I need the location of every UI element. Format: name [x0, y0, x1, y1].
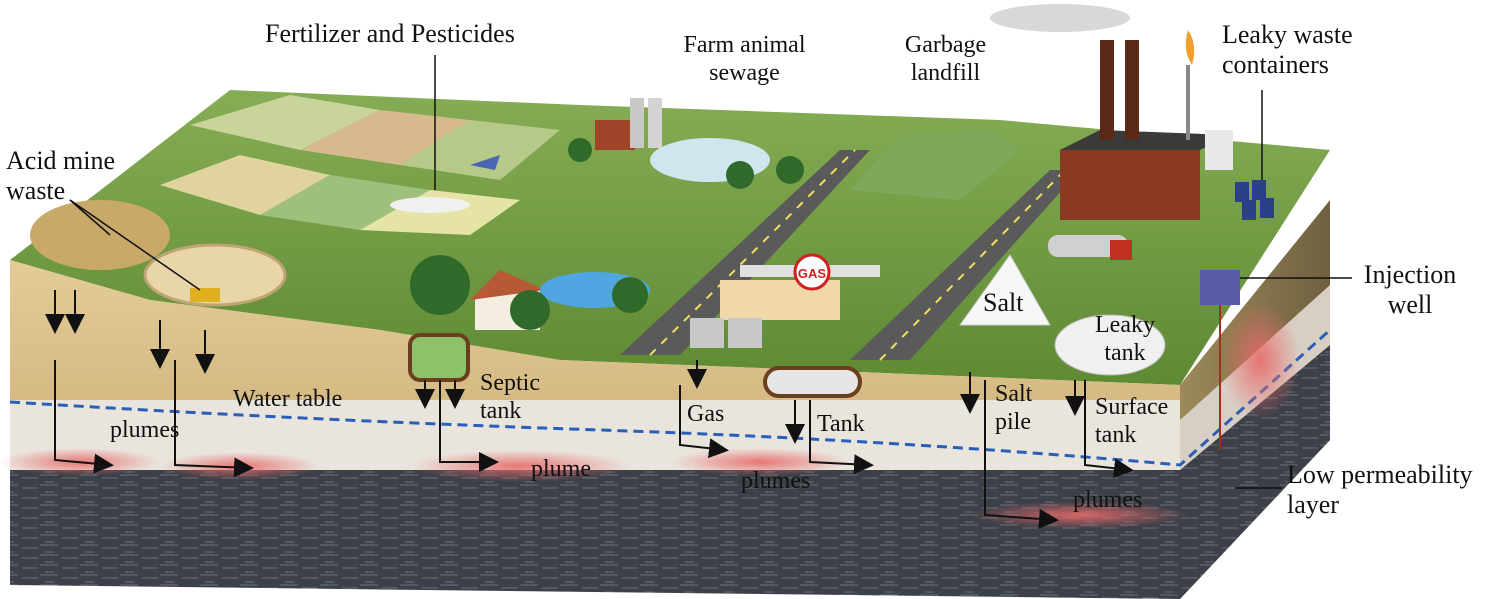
road-right [850, 170, 1080, 360]
label-leaky-containers-line1: Leaky waste [1222, 20, 1353, 49]
label-injection-line1: Injection [1363, 260, 1457, 289]
tanker-truck [1048, 235, 1128, 257]
road-left [620, 150, 870, 355]
flare-stack-flame-icon [1185, 30, 1195, 65]
factory-building [1060, 150, 1200, 220]
label-plumes-left: plumes [110, 417, 180, 443]
tree-6 [776, 156, 804, 184]
smokestack-1 [1100, 40, 1114, 140]
salt-pile [959, 254, 1051, 326]
label-acid-mine-waste: Acid mine waste [6, 146, 115, 206]
garbage-landfill [850, 130, 1020, 200]
gas-tank-2 [728, 318, 762, 348]
label-leaky-tank-line2: tank [1104, 340, 1146, 366]
silo-2 [648, 98, 662, 148]
label-surface-tank: Surface tank [1095, 393, 1168, 449]
label-plumes-right: plumes [1073, 487, 1143, 513]
label-septic-line2: tank [480, 398, 522, 424]
label-gas: Gas [687, 401, 725, 427]
storage-tank-factory [1205, 130, 1233, 170]
plume-3 [410, 450, 630, 482]
label-septic-line1: Septic [480, 370, 540, 396]
label-leader-lines [69, 55, 1352, 489]
mine-waste-mound [30, 200, 170, 270]
label-injection-line2: well [1387, 290, 1433, 319]
label-leaky-waste-containers: Leaky waste containers [1222, 20, 1353, 80]
bulldozer-icon [190, 288, 220, 302]
label-plumes-mid: plumes [741, 468, 811, 494]
label-garbage-landfill: Garbage landfill [893, 31, 998, 87]
gas-sign-label: GAS [798, 266, 827, 281]
underground-storage-tank [763, 366, 862, 398]
label-septic-tank: Septic tank [480, 369, 540, 425]
open-pit-mine [143, 243, 287, 307]
label-low-perm-line2: layer [1287, 490, 1339, 519]
tree-1 [410, 255, 470, 315]
label-acid-mine-line1: Acid mine [6, 146, 116, 175]
label-garbage-line2: landfill [910, 60, 981, 86]
crop-duster-plane-icon [470, 155, 500, 170]
label-salt: Salt [983, 288, 1024, 317]
smoke-cloud [990, 4, 1130, 32]
tree-5 [726, 161, 754, 189]
front-bedrock [10, 470, 1180, 599]
pesticide-spray [390, 197, 470, 213]
tree-3 [612, 277, 648, 313]
side-bedrock [1180, 345, 1330, 599]
label-salt-pile: Salt pile [995, 380, 1032, 436]
label-garbage-line1: Garbage [904, 32, 987, 58]
plume-6 [1220, 300, 1300, 420]
label-leaky-tank: Leaky tank [1085, 311, 1165, 367]
label-surface-tank-line1: Surface [1095, 394, 1169, 420]
label-low-perm-line1: Low permeability [1287, 460, 1473, 489]
tree-4 [568, 138, 592, 162]
label-low-permeability-layer: Low permeability layer [1287, 460, 1473, 520]
label-salt-pile-line1: Salt [995, 381, 1033, 407]
label-leaky-containers-line2: containers [1222, 50, 1329, 79]
label-plume-center: plume [531, 456, 591, 482]
injection-well-box [1200, 270, 1240, 305]
smokestack-2 [1125, 40, 1139, 140]
tree-2 [510, 290, 550, 330]
plume-5 [970, 501, 1190, 529]
label-injection-well: Injection well [1355, 260, 1465, 320]
leakage-arrows [45, 290, 1134, 529]
gas-tank-1 [690, 318, 724, 348]
water-table-line [9, 328, 1332, 467]
septic-tank [408, 333, 470, 382]
leaky-surface-tank [1054, 314, 1166, 376]
label-leaky-tank-line1: Leaky [1095, 312, 1155, 338]
label-surface-tank-line2: tank [1095, 422, 1137, 448]
label-farm-animal-sewage: Farm animal sewage [672, 31, 817, 87]
gas-sign-badge [793, 253, 831, 291]
silo-1 [630, 98, 644, 148]
label-salt-pile-line2: pile [995, 409, 1031, 435]
label-farm-animal-line1: Farm animal [683, 32, 806, 58]
label-farm-animal-line2: sewage [709, 60, 780, 86]
label-water-table: Water table [233, 386, 343, 412]
waste-barrels [1235, 180, 1274, 220]
label-acid-mine-line2: waste [6, 176, 66, 205]
barn [595, 120, 635, 150]
label-tank: Tank [817, 411, 865, 437]
label-fertilizer-pesticides: Fertilizer and Pesticides [265, 19, 515, 48]
